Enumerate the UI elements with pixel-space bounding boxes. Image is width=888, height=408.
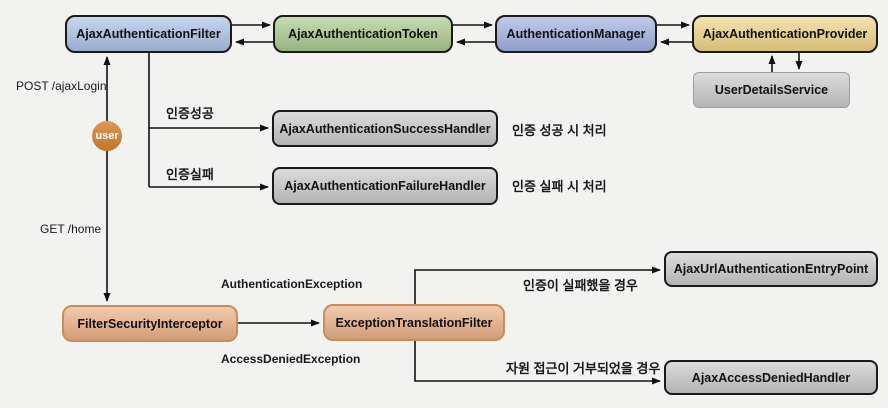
label-auth-success: 인증성공 xyxy=(166,106,214,121)
label-access-denied-exception: AccessDeniedException xyxy=(221,352,361,366)
label-authentication-exception: AuthenticationException xyxy=(221,277,363,291)
edge-etf-to-denied-handler xyxy=(414,341,661,385)
node-ajax-authentication-filter: AjaxAuthenticationFilter xyxy=(65,15,232,53)
node-label: UserDetailsService xyxy=(714,83,829,97)
node-ajax-authentication-token: AjaxAuthenticationToken xyxy=(273,15,453,53)
node-label: AjaxAccessDeniedHandler xyxy=(691,370,851,385)
label-failure-note: 인증 실패 시 처리 xyxy=(512,179,607,194)
user-actor-label: user xyxy=(95,130,119,142)
node-label: AjaxAuthenticationFilter xyxy=(76,27,221,41)
node-exception-translation-filter: ExceptionTranslationFilter xyxy=(323,304,505,341)
node-ajax-url-authentication-entry-point: AjaxUrlAuthenticationEntryPoint xyxy=(664,251,878,287)
node-authentication-manager: AuthenticationManager xyxy=(495,15,657,53)
node-filter-security-interceptor: FilterSecurityInterceptor xyxy=(62,305,238,342)
label-get-home: GET /home xyxy=(40,222,102,236)
node-label: ExceptionTranslationFilter xyxy=(335,315,493,330)
node-ajax-authentication-provider: AjaxAuthenticationProvider xyxy=(692,15,878,53)
label-success-note: 인증 성공 시 처리 xyxy=(512,123,607,138)
node-ajax-authentication-failure-handler: AjaxAuthenticationFailureHandler xyxy=(272,167,498,205)
edge-etf-to-entry-point xyxy=(414,266,661,304)
node-label: FilterSecurityInterceptor xyxy=(77,316,223,331)
node-label: AjaxAuthenticationSuccessHandler xyxy=(279,121,491,136)
node-ajax-access-denied-handler: AjaxAccessDeniedHandler xyxy=(664,360,878,395)
user-actor: user xyxy=(92,121,122,151)
node-user-details-service: UserDetailsService xyxy=(693,72,850,108)
label-auth-failure: 인증실패 xyxy=(166,167,214,182)
node-ajax-authentication-success-handler: AjaxAuthenticationSuccessHandler xyxy=(272,110,498,147)
label-entry-point-note: 인증이 실패했을 경우 xyxy=(523,278,638,293)
label-post-ajaxlogin: POST /ajaxLogin xyxy=(16,79,107,93)
node-label: AjaxAuthenticationFailureHandler xyxy=(284,179,486,193)
node-label: AjaxUrlAuthenticationEntryPoint xyxy=(673,262,869,276)
node-label: AjaxAuthenticationToken xyxy=(288,27,438,41)
node-label: AuthenticationManager xyxy=(506,27,646,41)
label-denied-note: 자원 접근이 거부되었을 경우 xyxy=(506,361,661,376)
node-label: AjaxAuthenticationProvider xyxy=(702,27,868,41)
